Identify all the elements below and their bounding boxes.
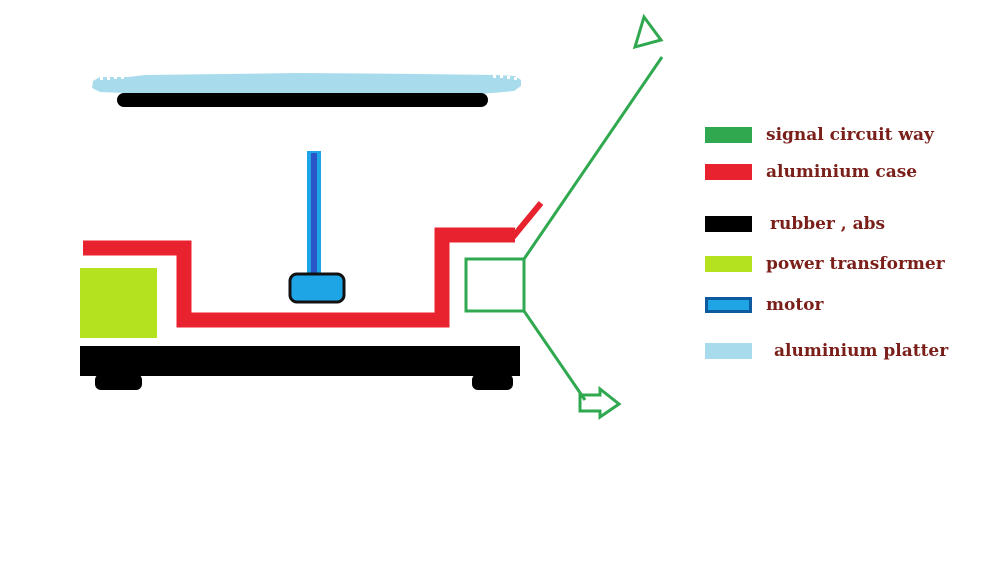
platter-rubber-mat — [117, 93, 488, 107]
legend-swatch-signal — [705, 127, 752, 143]
signal-arrow-up-icon — [632, 13, 664, 50]
foot-right — [472, 374, 513, 390]
legend-label-platter: aluminium platter — [774, 341, 949, 361]
motor-shaft — [307, 151, 321, 277]
signal-arrow-right-icon — [578, 385, 622, 420]
signal-line-down — [522, 310, 587, 401]
legend-label-rubber: rubber , abs — [770, 214, 886, 234]
legend-item-motor: motor — [705, 295, 823, 315]
legend-item-case: aluminium case — [705, 162, 917, 182]
aluminium-platter — [92, 73, 521, 95]
motor — [288, 272, 346, 304]
legend-label-case: aluminium case — [766, 162, 918, 182]
aluminium-case — [83, 201, 544, 328]
legend-item-transformer: power transformer — [705, 254, 945, 274]
legend-swatch-transformer — [705, 256, 752, 272]
legend-swatch-platter — [705, 343, 752, 359]
legend-swatch-case — [705, 164, 752, 180]
legend-label-signal: signal circuit way — [766, 125, 934, 145]
foot-left — [95, 374, 142, 390]
legend-item-rubber: rubber , abs — [705, 214, 885, 234]
legend-swatch-motor — [705, 297, 752, 313]
power-transformer — [80, 268, 157, 338]
signal-line-up — [522, 56, 664, 260]
signal-circuit-box — [464, 257, 526, 313]
legend-label-transformer: power transformer — [766, 254, 945, 274]
base — [80, 346, 520, 376]
legend-swatch-rubber — [705, 216, 752, 232]
legend-item-signal: signal circuit way — [705, 125, 934, 145]
legend-item-platter: aluminium platter — [705, 341, 948, 361]
legend-label-motor: motor — [766, 295, 824, 315]
